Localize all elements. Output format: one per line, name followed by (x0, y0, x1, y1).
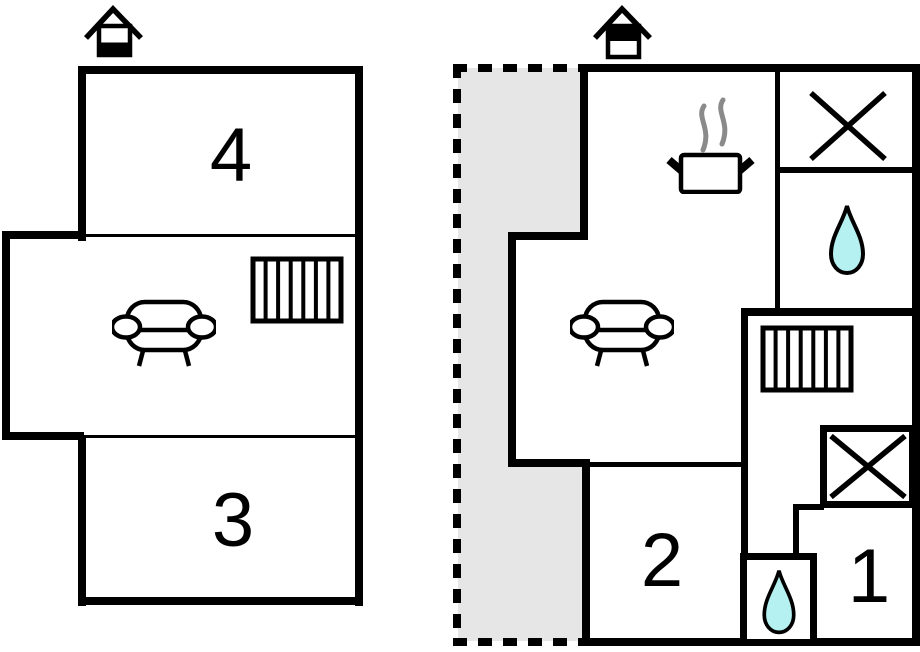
water-drop-icon (761, 570, 796, 635)
chimney-icon (84, 5, 143, 58)
wall (355, 66, 363, 606)
wall (83, 234, 355, 237)
wall (795, 504, 824, 510)
room-2-label: 2 (640, 518, 684, 603)
wall (83, 435, 355, 438)
window-cross-icon (829, 433, 907, 500)
wall (586, 462, 743, 467)
steam-pot-icon (666, 97, 755, 194)
sofa-icon (570, 299, 674, 367)
wall (780, 167, 914, 173)
terrace-dashed-border (453, 638, 582, 646)
radiator-icon (760, 325, 854, 393)
terrace-dashed-border (453, 64, 461, 646)
wall (2, 231, 84, 239)
wall (578, 64, 915, 72)
window-cross-icon (809, 90, 887, 162)
wall (508, 459, 588, 467)
terrace-dashed-border (453, 64, 582, 72)
water-drop-icon (828, 205, 866, 276)
wall (2, 231, 10, 440)
wall (78, 436, 86, 606)
wall (741, 308, 920, 316)
wall (912, 64, 920, 646)
wall (78, 66, 86, 241)
room-3-label: 3 (211, 478, 255, 563)
wall (580, 64, 588, 240)
radiator-icon (250, 256, 344, 324)
wall (793, 504, 799, 557)
chimney-icon (593, 5, 652, 60)
room-4-label: 4 (209, 113, 253, 198)
wall (508, 232, 516, 467)
water-drop-closet (740, 553, 817, 646)
wall (78, 66, 363, 74)
crossed-box (820, 425, 916, 508)
wall (775, 70, 780, 310)
wall (78, 597, 363, 605)
wall (741, 308, 748, 558)
sofa-icon (112, 299, 216, 367)
wall (582, 459, 590, 646)
wall (508, 232, 588, 240)
wall (2, 432, 84, 440)
room-1-label: 1 (847, 534, 891, 619)
